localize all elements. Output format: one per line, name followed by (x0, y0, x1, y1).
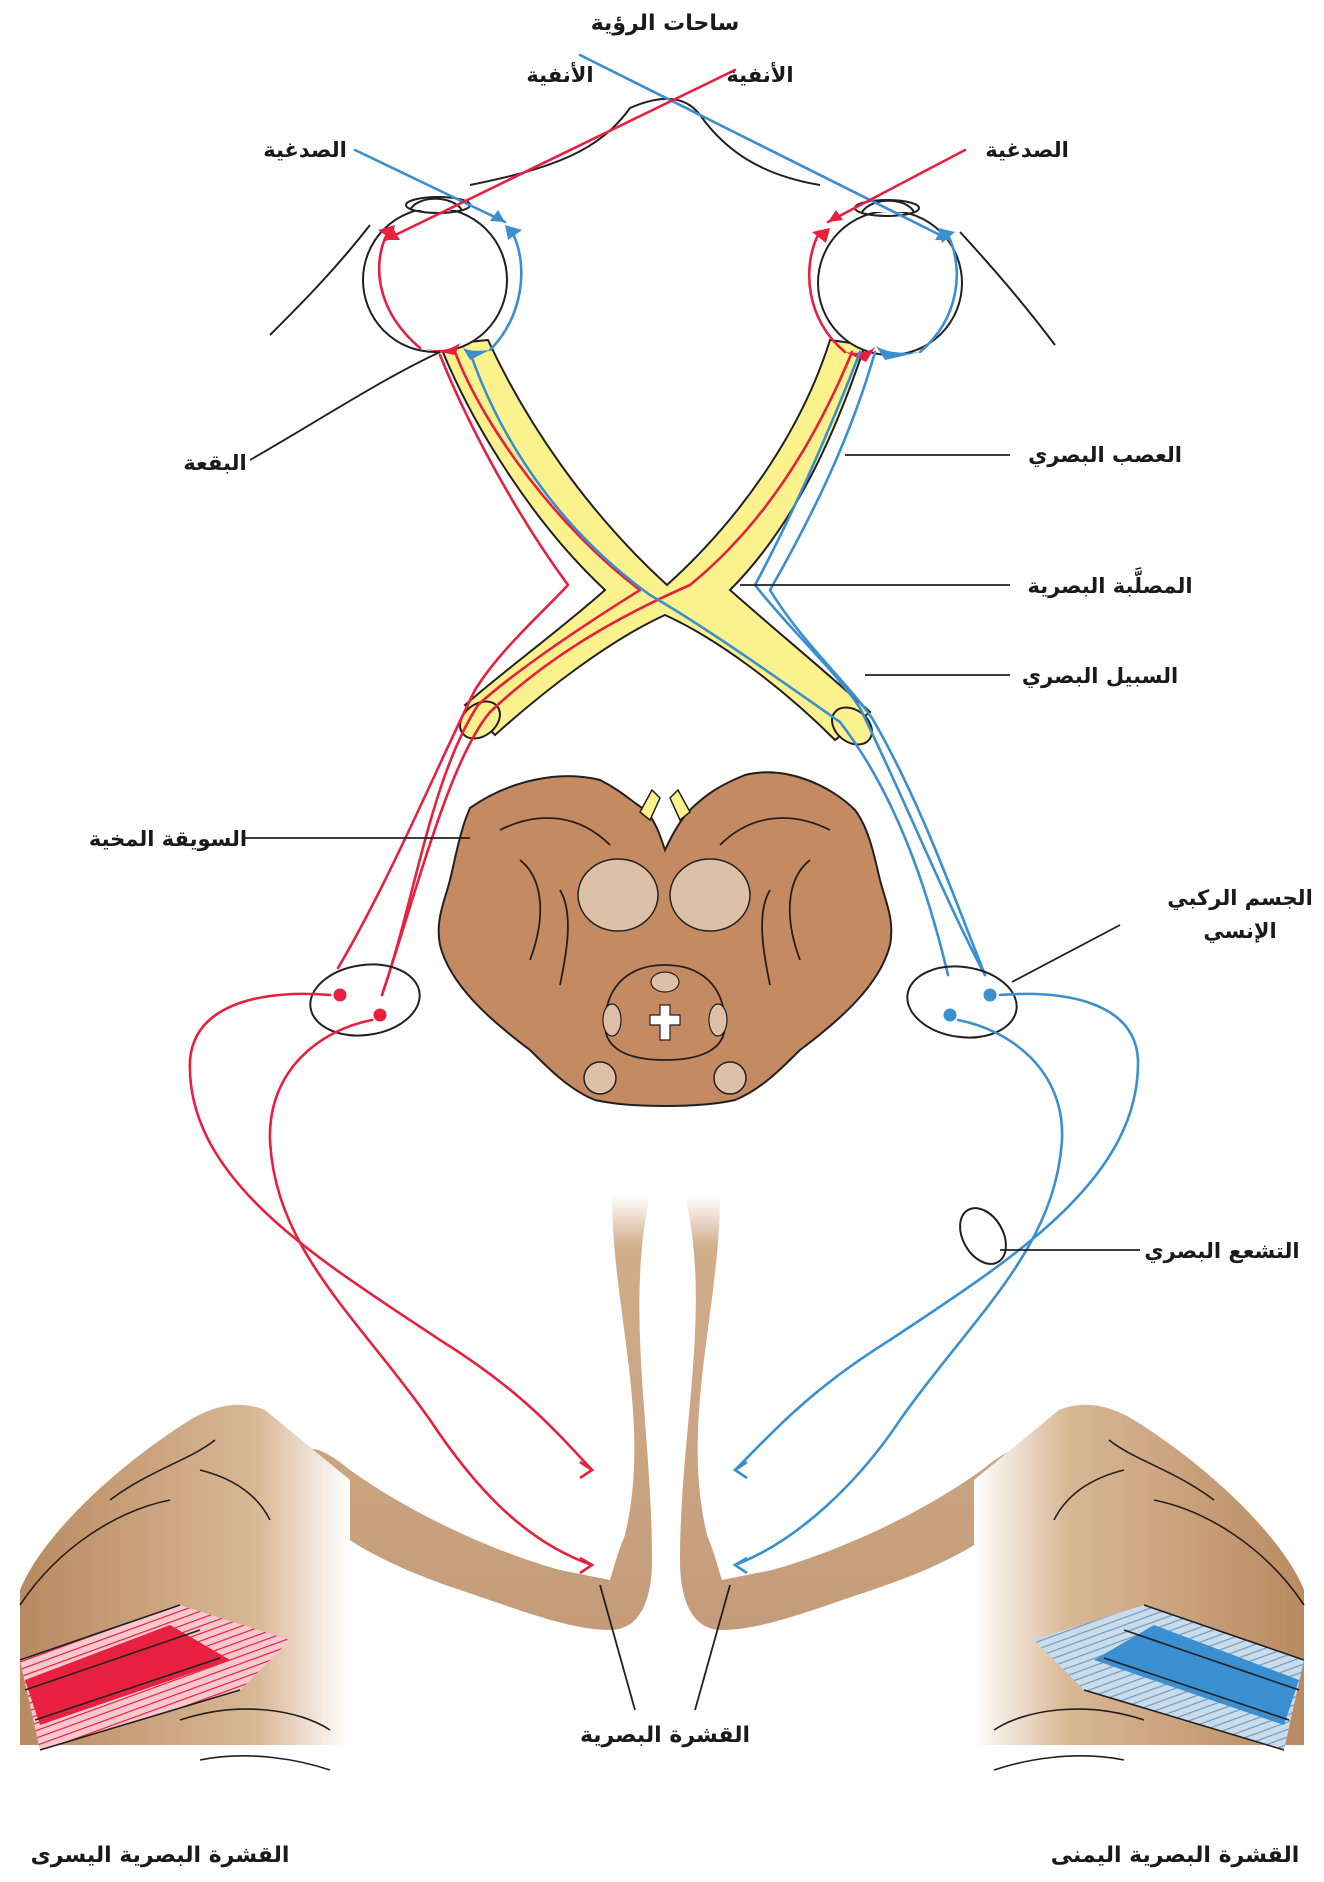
left-occipital-lobe (19, 1404, 350, 1771)
label-optic-tract: السبيل البصري (1022, 664, 1178, 689)
optic-radiations (188, 992, 1140, 1575)
label-visual-fields: ساحات الرؤية (591, 11, 740, 36)
right-occipital-lobe (974, 1404, 1305, 1771)
leader-lines (245, 351, 1140, 1711)
label-lgn-line2: الإنسي (1203, 919, 1276, 943)
central-visual-cortex (292, 1195, 1040, 1630)
label-optic-nerve: العصب البصري (1028, 443, 1182, 468)
right-lateral-geniculate-body (906, 965, 1018, 1039)
left-lgn-neuron-1 (333, 988, 347, 1002)
right-lgn-neuron-1 (943, 1008, 957, 1022)
label-temporal-right: الصدغية (985, 138, 1069, 162)
right-macula-blue (876, 346, 920, 360)
left-macula-blue (460, 343, 490, 360)
label-lgn-line1: الجسم الركبي (1167, 886, 1313, 910)
right-lgn-neuron-2 (983, 988, 997, 1002)
midbrain-cross-section (437, 771, 893, 1107)
right-eye-red-arrowhead (812, 228, 830, 243)
label-right-visual-cortex: القشرة البصرية اليمنى (1051, 1843, 1300, 1868)
optic-nerve-chiasm-tract (438, 338, 872, 742)
label-optic-radiation: التشعع البصري (1144, 1239, 1299, 1264)
label-nasal-right: الأنفية (726, 61, 793, 87)
label-optic-chiasm: المصلَّبة البصرية (1027, 566, 1192, 598)
left-lgn-neuron-2 (373, 1008, 387, 1022)
left-eye-blue-arrowhead (505, 225, 522, 240)
label-cerebral-peduncle: السويقة المخية (89, 827, 247, 851)
label-nasal-left: الأنفية (526, 61, 593, 87)
label-left-visual-cortex: القشرة البصرية اليسرى (31, 1843, 290, 1868)
label-macula: البقعة (183, 451, 246, 475)
left-lateral-geniculate-body (309, 963, 421, 1037)
visual-field-rays (353, 53, 967, 242)
label-visual-cortex: القشرة البصرية (580, 1723, 750, 1748)
nerve-fibers (336, 350, 987, 997)
left-eye (362, 196, 523, 360)
right-eye (807, 199, 963, 362)
left-macula-red (420, 343, 460, 355)
label-temporal-left: الصدغية (263, 138, 347, 162)
optic-radiation-marker (959, 1207, 1007, 1265)
